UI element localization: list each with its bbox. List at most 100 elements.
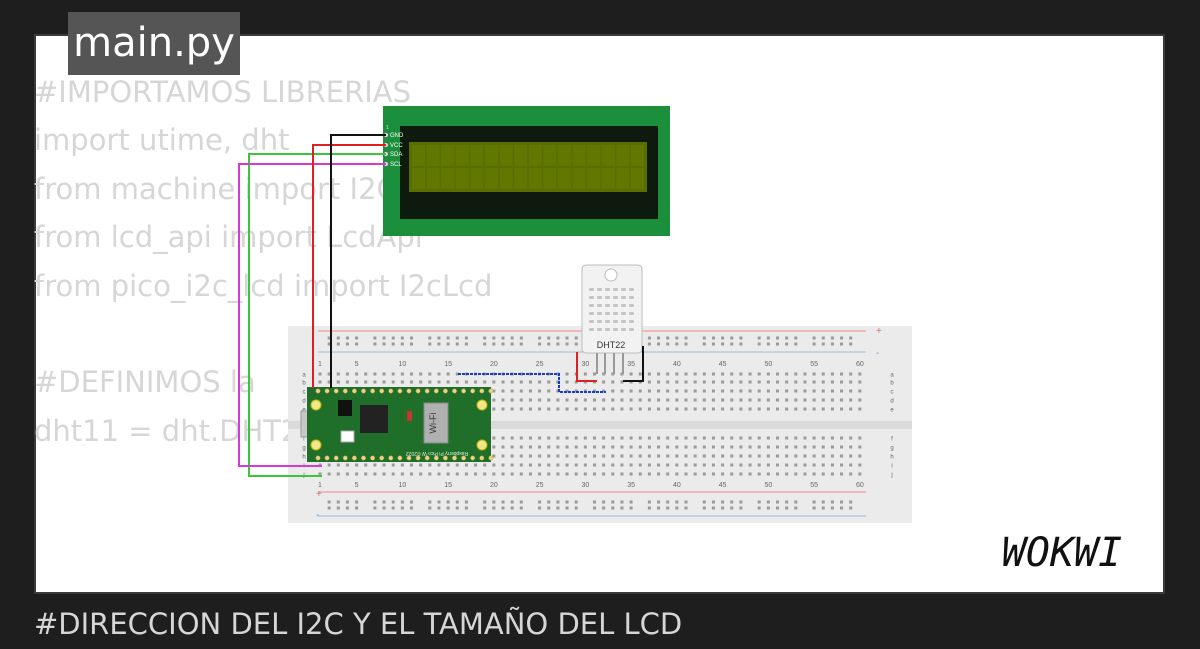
rail-hole — [766, 336, 770, 340]
rail-hole — [336, 336, 340, 340]
rail-hole — [373, 500, 377, 504]
lcd-character-cell — [572, 168, 586, 189]
pico-pad-bottom — [488, 455, 494, 461]
wifi-module — [423, 402, 449, 444]
breadboard-column-number: 10 — [398, 361, 406, 368]
breadboard-hole — [492, 389, 496, 393]
breadboard-hole — [730, 398, 734, 402]
breadboard-hole — [757, 463, 761, 467]
rail-hole — [501, 342, 505, 346]
breadboard-hole — [620, 407, 624, 411]
dht22-mount-hole — [604, 268, 618, 282]
rail-hole — [428, 336, 432, 340]
rail-hole — [492, 500, 496, 504]
rail-hole — [428, 500, 432, 504]
rail-hole — [492, 336, 496, 340]
lcd-character-cell — [499, 145, 513, 166]
dht22-sensor[interactable]: DHT22 — [581, 264, 643, 374]
breadboard-hole — [684, 436, 688, 440]
pico-pad-bottom — [397, 455, 403, 461]
breadboard-hole — [583, 445, 587, 449]
breadboard-hole — [803, 454, 807, 458]
rail-hole — [647, 506, 651, 510]
breadboard-column-number: 55 — [810, 482, 818, 489]
breadboard-hole — [382, 463, 386, 467]
breadboard-hole — [721, 372, 725, 376]
breadboard-hole — [620, 445, 624, 449]
breadboard-hole — [492, 398, 496, 402]
breadboard-hole — [583, 463, 587, 467]
breadboard-hole — [766, 407, 770, 411]
breadboard-hole — [410, 372, 413, 376]
breadboard-hole — [821, 436, 825, 440]
breadboard-center-channel — [288, 421, 912, 429]
pico-pad-top — [388, 388, 394, 394]
rail-hole — [657, 336, 661, 340]
breadboard-hole — [647, 472, 651, 476]
breadboard-hole — [455, 372, 459, 376]
breadboard-hole — [629, 398, 633, 402]
breadboard-hole — [711, 436, 715, 440]
breadboard-hole — [721, 389, 725, 393]
rail-hole — [730, 500, 734, 504]
breadboard-hole — [721, 436, 725, 440]
dht22-grille-slot — [613, 288, 618, 291]
lcd-character-cell — [543, 168, 557, 189]
breadboard-hole — [556, 398, 560, 402]
pico-pad-top — [333, 388, 339, 394]
rail-hole — [739, 342, 743, 346]
breadboard-hole — [437, 463, 441, 467]
rail-minus-top-label: - — [876, 348, 879, 359]
breadboard-hole — [455, 472, 459, 476]
breadboard-hole — [849, 454, 853, 458]
breadboard-hole — [776, 372, 779, 376]
breadboard-hole — [345, 472, 349, 476]
lcd-character-cell — [587, 168, 601, 189]
breadboard-hole — [336, 463, 340, 467]
bootsel-button[interactable] — [340, 430, 355, 443]
breadboard-hole — [748, 454, 752, 458]
breadboard-hole — [849, 463, 853, 467]
dht22-grille-slot — [605, 288, 610, 291]
breadboard-hole — [785, 389, 789, 393]
breadboard-hole — [693, 445, 697, 449]
breadboard-hole — [565, 445, 569, 449]
breadboard-hole — [583, 436, 587, 440]
rail-hole — [400, 500, 404, 504]
rail-hole — [593, 500, 596, 504]
breadboard-hole — [538, 472, 542, 476]
breadboard-hole — [702, 407, 706, 411]
dht22-grille-slot — [605, 328, 610, 331]
breadboard-hole — [647, 445, 651, 449]
dht22-grille-slot — [613, 304, 618, 307]
breadboard-hole — [602, 398, 606, 402]
breadboard-hole — [739, 436, 743, 440]
breadboard-hole — [858, 454, 862, 458]
breadboard-hole — [382, 372, 386, 376]
dht22-grille-slot — [589, 304, 594, 307]
breadboard-hole — [730, 454, 734, 458]
breadboard-hole — [528, 472, 532, 476]
dht22-grille-slot — [589, 312, 594, 315]
breadboard-hole — [355, 463, 359, 467]
pico-pad-top — [442, 388, 448, 394]
breadboard-hole — [483, 380, 487, 384]
breadboard-hole — [647, 463, 651, 467]
breadboard-hole — [739, 445, 743, 449]
breadboard-hole — [776, 445, 779, 449]
breadboard-hole — [757, 372, 761, 376]
breadboard-hole — [821, 445, 825, 449]
breadboard-hole — [702, 398, 706, 402]
dht22-grille-slot — [597, 320, 602, 323]
dht22-grille-slot — [621, 320, 626, 323]
breadboard-hole — [565, 398, 569, 402]
breadboard-hole — [345, 372, 349, 376]
pico-pad-bottom — [433, 455, 439, 461]
rail-hole — [739, 500, 743, 504]
pico-board-label: Raspberry Pi Pico W ©2022 — [406, 450, 469, 457]
lcd-character-cell — [455, 168, 469, 189]
breadboard-hole — [528, 407, 532, 411]
breadboard-hole — [474, 380, 478, 384]
pico-w-board[interactable]: Wi-Fi Raspberry Pi Pico W ©2022 — [300, 387, 494, 462]
